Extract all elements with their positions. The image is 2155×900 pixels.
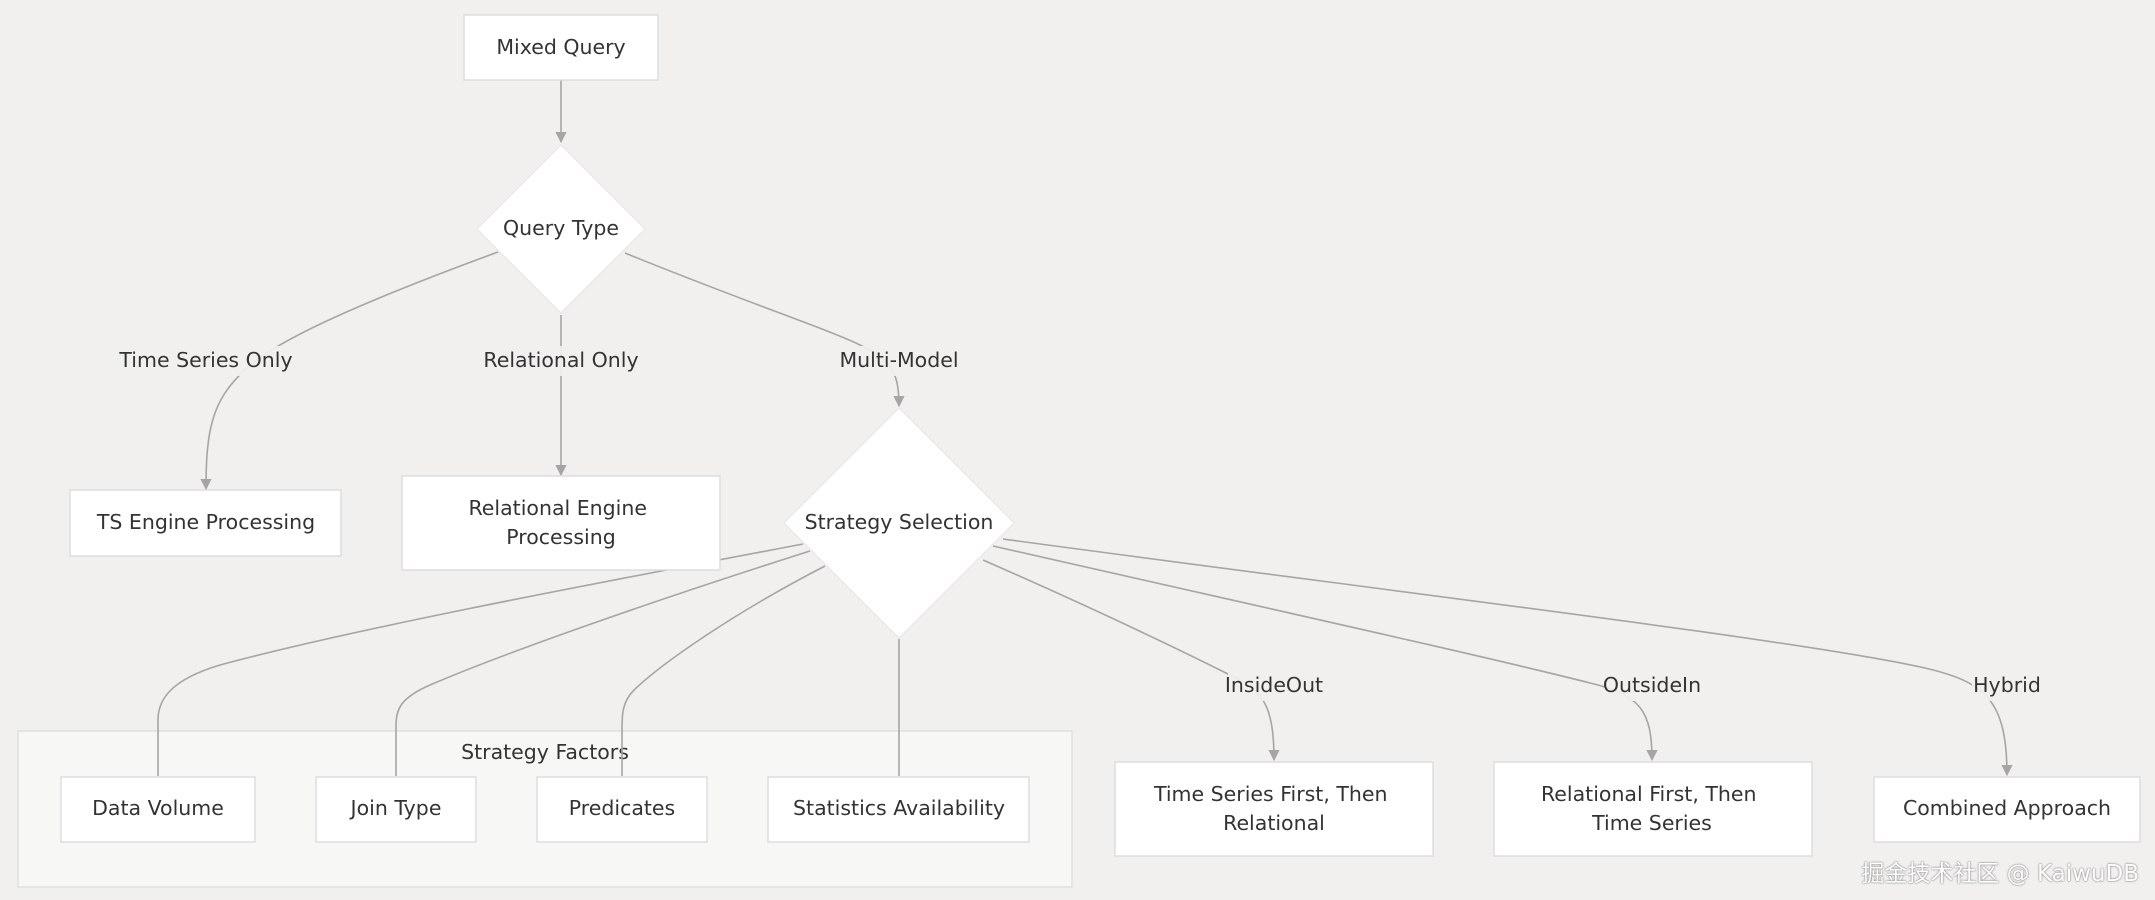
node-data-volume-label: Data Volume bbox=[92, 796, 224, 820]
edge-inside-out bbox=[982, 559, 1280, 762]
svg-text:Time Series Only: Time Series Only bbox=[118, 348, 292, 372]
edge-strategy-to-join-type bbox=[395, 550, 811, 776]
label-hybrid: Hybrid bbox=[1972, 671, 2042, 701]
label-multi-model: Multi-Model bbox=[839, 346, 959, 376]
node-query-type-label: Query Type bbox=[503, 216, 619, 240]
edge-strategy-to-data-volume bbox=[157, 543, 804, 776]
node-predicates-label: Predicates bbox=[569, 796, 675, 820]
watermark: 掘金技术社区 @ KaiwuDB bbox=[1861, 861, 2139, 887]
node-predicates[interactable]: Predicates bbox=[536, 776, 708, 843]
svg-text:Relational Only: Relational Only bbox=[483, 348, 638, 372]
svg-text:Hybrid: Hybrid bbox=[1973, 673, 2041, 697]
node-strategy-selection-decision[interactable]: Strategy Selection bbox=[783, 407, 1015, 639]
node-mixed-query-label: Mixed Query bbox=[496, 35, 625, 59]
label-outside-in: OutsideIn bbox=[1603, 671, 1701, 701]
edge-hybrid bbox=[1002, 538, 2013, 777]
label-time-series-only: Time Series Only bbox=[118, 346, 293, 376]
node-join-type[interactable]: Join Type bbox=[315, 776, 477, 843]
node-relational-first-label: Relational First, Then Time Series bbox=[1541, 782, 1763, 835]
node-join-type-label: Join Type bbox=[349, 796, 442, 820]
node-combined-approach-label: Combined Approach bbox=[1903, 796, 2111, 820]
svg-text:Multi-Model: Multi-Model bbox=[839, 348, 958, 372]
node-query-type-decision[interactable]: Query Type bbox=[476, 144, 646, 314]
svg-text:OutsideIn: OutsideIn bbox=[1603, 673, 1701, 697]
node-time-series-first-label: Time Series First, Then Relational bbox=[1153, 782, 1394, 835]
svg-text:InsideOut: InsideOut bbox=[1225, 673, 1323, 697]
edge-multi-model bbox=[624, 252, 905, 408]
node-combined-approach[interactable]: Combined Approach bbox=[1873, 776, 2141, 843]
node-statistics-label: Statistics Availability bbox=[793, 796, 1005, 820]
edge-labels: Time Series Only Relational Only Multi-M… bbox=[118, 346, 2042, 701]
strategy-factors-label: Strategy Factors bbox=[461, 740, 629, 764]
node-relational-first[interactable]: Relational First, Then Time Series bbox=[1493, 761, 1813, 857]
node-ts-engine-label: TS Engine Processing bbox=[96, 510, 315, 534]
edge-outside-in bbox=[992, 545, 1658, 762]
edge-strategy-to-predicates bbox=[621, 565, 826, 776]
label-relational-only: Relational Only bbox=[483, 346, 639, 376]
node-relational-engine-label: Relational Engine Processing bbox=[468, 496, 653, 549]
node-data-volume[interactable]: Data Volume bbox=[60, 776, 256, 843]
node-mixed-query[interactable]: Mixed Query bbox=[463, 14, 659, 81]
node-relational-engine-processing[interactable]: Relational Engine Processing bbox=[401, 475, 721, 571]
node-strategy-selection-label: Strategy Selection bbox=[805, 510, 994, 534]
node-ts-engine-processing[interactable]: TS Engine Processing bbox=[69, 489, 342, 557]
node-time-series-first[interactable]: Time Series First, Then Relational bbox=[1114, 761, 1434, 857]
nodes: Mixed Query Query Type TS Engine Process… bbox=[60, 14, 2141, 857]
node-statistics-availability[interactable]: Statistics Availability bbox=[767, 776, 1030, 843]
edges bbox=[157, 80, 2013, 777]
label-inside-out: InsideOut bbox=[1225, 671, 1323, 701]
